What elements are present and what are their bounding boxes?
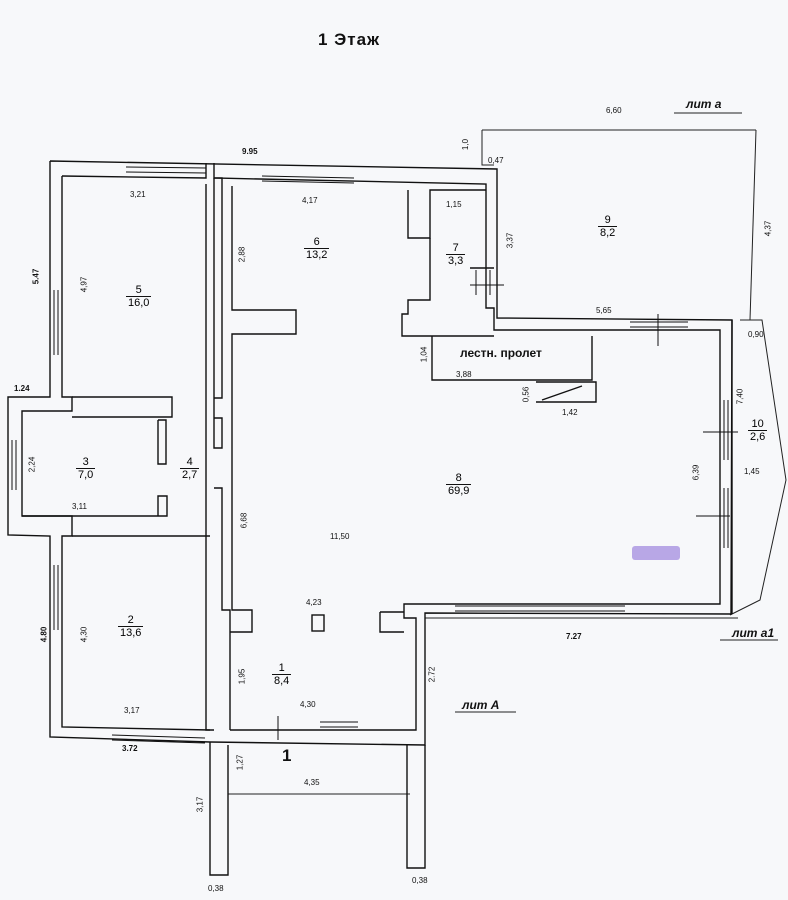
dim: 3,11 <box>72 502 87 511</box>
room-number: 3 <box>76 456 96 469</box>
dim: 4,17 <box>302 196 318 205</box>
dim: 4,30 <box>300 700 316 709</box>
room-number: 1 <box>272 662 292 675</box>
dim: 1,15 <box>446 200 462 209</box>
dim: 1,04 <box>419 346 429 363</box>
room-area: 13,2 <box>306 249 328 261</box>
room-area: 16,0 <box>128 297 150 309</box>
redaction-mark <box>632 546 680 560</box>
dim: 4,35 <box>304 778 320 787</box>
room-number: 9 <box>598 214 618 227</box>
dim: 2,24 <box>27 456 37 473</box>
dim: 1,95 <box>237 668 247 685</box>
dim: 4,37 <box>763 220 773 237</box>
entrance-number: 1 <box>282 746 292 765</box>
dim: 0,90 <box>748 330 764 339</box>
room-area: 8,4 <box>274 675 290 687</box>
dim: 0,47 <box>488 156 504 165</box>
room-area: 2,6 <box>750 431 766 443</box>
dim: 2,88 <box>237 246 247 263</box>
lit-a1-label: лит а1 <box>732 626 775 640</box>
stair-label: лестн. пролет <box>460 346 542 360</box>
room-area: 69,9 <box>448 485 470 497</box>
page-title: 1 Этаж <box>318 30 381 49</box>
dim: 3,17 <box>195 796 205 813</box>
dim: 7,40 <box>735 388 745 405</box>
dim: 3.72 <box>122 744 138 753</box>
dim-top-total: 9.95 <box>242 147 258 156</box>
dim: 7.27 <box>566 632 582 641</box>
dim: 1,27 <box>235 754 245 771</box>
dim: 3,17 <box>124 706 140 715</box>
dim: 3,88 <box>456 370 472 379</box>
dim: 1,42 <box>562 408 578 417</box>
room-number: 6 <box>304 236 330 249</box>
dim: 0,38 <box>412 876 428 885</box>
room-number: 4 <box>180 456 200 469</box>
walls <box>7 160 733 876</box>
dim: 3,37 <box>505 232 515 249</box>
room-number: 5 <box>126 284 152 297</box>
dim: 4,30 <box>79 626 89 643</box>
lit-A-label: лит А <box>462 698 500 712</box>
dim: 4.80 <box>39 626 49 643</box>
dim: 4,97 <box>79 276 89 293</box>
room-area: 3,3 <box>448 255 464 267</box>
room-area: 8,2 <box>600 227 616 239</box>
dim: 6,39 <box>691 464 701 481</box>
dim: 5.47 <box>31 268 41 285</box>
room-area: 13,6 <box>120 627 142 639</box>
room-number: 7 <box>446 242 466 255</box>
dim: 11,50 <box>330 532 350 541</box>
lit-a-label: лит а <box>686 97 722 111</box>
room-area: 7,0 <box>78 469 94 481</box>
dim: 0,38 <box>208 884 224 893</box>
dim: 4,23 <box>306 598 322 607</box>
dim: 3,21 <box>130 190 146 199</box>
dim: 6,68 <box>239 512 249 529</box>
door-marks <box>277 284 738 740</box>
dim: 1,45 <box>744 467 760 476</box>
dim: 5,65 <box>596 306 612 315</box>
room-area: 2,7 <box>182 469 198 481</box>
annex-lit-a-outline <box>228 112 787 795</box>
dim: 1,0 <box>461 138 471 151</box>
windows <box>11 166 729 744</box>
dim: 0,56 <box>521 386 531 403</box>
dim: 1.24 <box>14 384 30 393</box>
dim: 2.72 <box>427 666 437 683</box>
room-number: 8 <box>446 472 472 485</box>
room-number: 2 <box>118 614 144 627</box>
dim: 6,60 <box>606 106 622 115</box>
room-number: 10 <box>748 418 768 431</box>
